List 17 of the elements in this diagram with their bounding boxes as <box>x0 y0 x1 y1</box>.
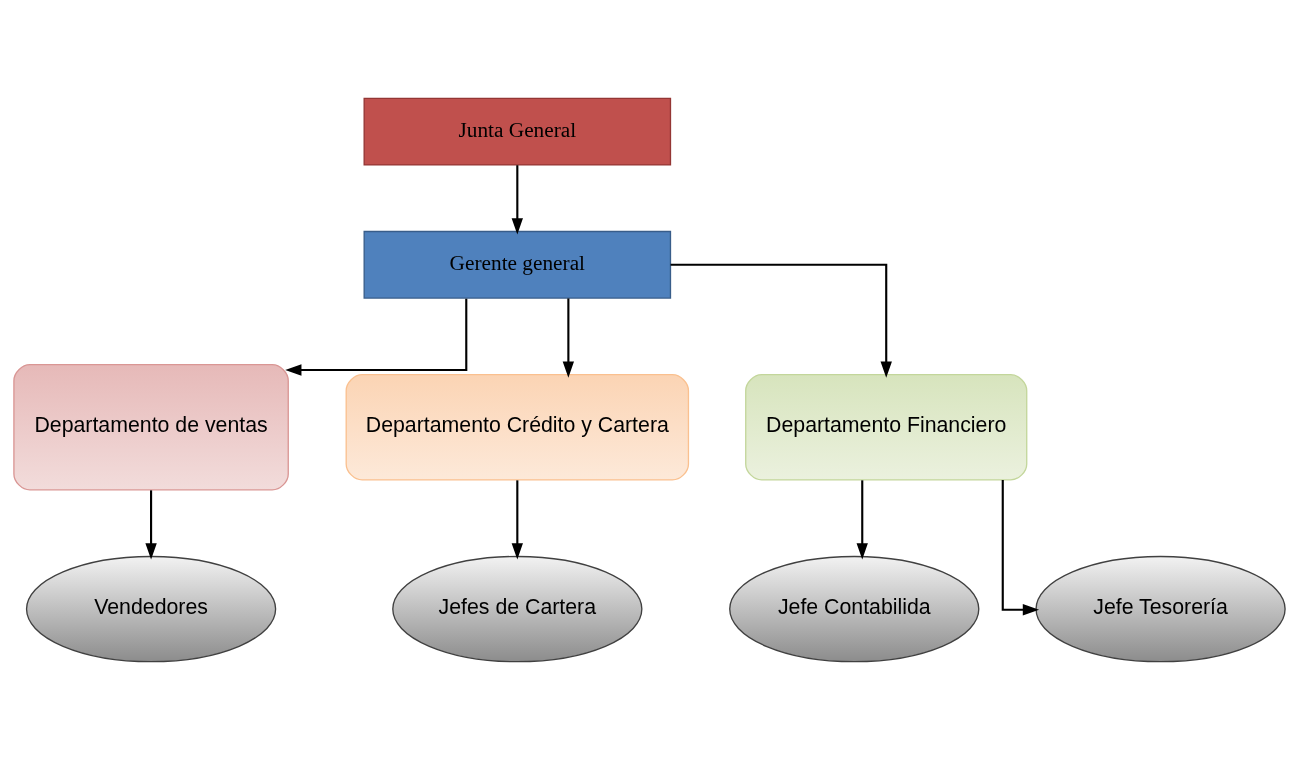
node-box: Departamento Financiero <box>745 374 1028 481</box>
node-box: Gerente general <box>363 230 672 299</box>
arrow <box>145 490 157 560</box>
node-ellipse: Jefes de Cartera <box>392 555 643 663</box>
arrow <box>285 298 468 376</box>
arrow <box>511 165 524 235</box>
node-ellipse: Jefe Contabilida <box>729 555 980 663</box>
arrow <box>670 263 892 378</box>
node-box: Departamento de ventas <box>13 364 289 491</box>
node-ellipse: Jefe Tesorería <box>1035 555 1286 663</box>
node-box: Departamento Crédito y Cartera <box>345 374 690 481</box>
arrow <box>562 298 575 378</box>
arrow <box>856 480 868 560</box>
node-ellipse: Vendedores <box>25 555 277 663</box>
node-box: Junta General <box>363 97 672 166</box>
arrow <box>1001 480 1040 616</box>
arrow <box>511 480 524 560</box>
